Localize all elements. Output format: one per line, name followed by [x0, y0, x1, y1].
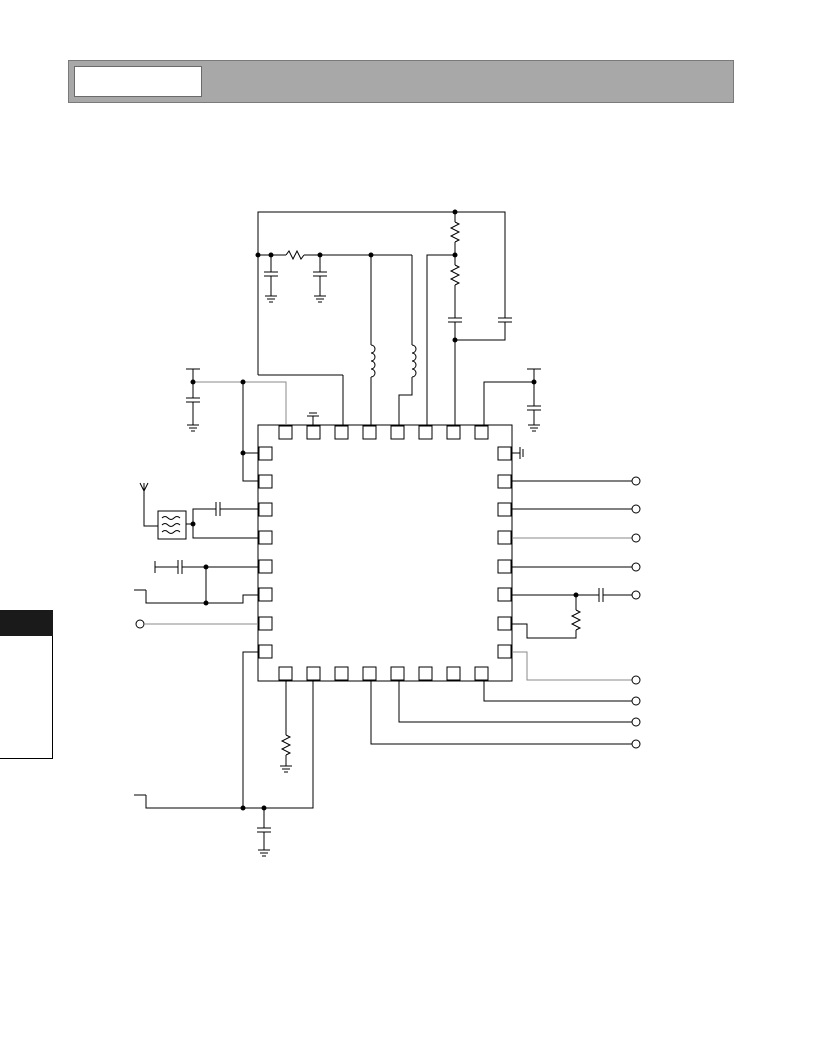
ic-pin: [497, 530, 512, 545]
junction-dot: [190, 379, 196, 385]
terminal-output: [631, 717, 641, 727]
ic-pin: [418, 425, 433, 440]
ic-pin: [334, 425, 349, 440]
ic-pin: [258, 446, 273, 461]
ic-pin: [446, 666, 461, 681]
resistor-symbol: [280, 734, 292, 756]
terminal-output: [631, 504, 641, 514]
junction-dot: [531, 379, 537, 385]
ic-right-pins: [497, 446, 512, 659]
ic-pin: [497, 502, 512, 517]
wire: [370, 681, 632, 745]
ic-package: [257, 424, 513, 682]
ic-pin: [474, 425, 489, 440]
wire-gray: [512, 651, 632, 681]
terminal-output: [631, 533, 641, 543]
antenna-icon: [139, 482, 158, 527]
wire: [426, 254, 455, 425]
ic-pin: [474, 666, 489, 681]
wire: [398, 377, 413, 425]
ic-pin: [258, 474, 273, 489]
ic-pin: [446, 425, 461, 440]
terminal-output: [631, 696, 641, 706]
ic-pin: [258, 502, 273, 517]
wire: [242, 382, 258, 454]
ic-pin: [258, 616, 273, 631]
ic-pin: [390, 666, 405, 681]
ic-pin: [390, 425, 405, 440]
page-header-bar: [68, 60, 734, 103]
filter-waves-icon: [161, 516, 181, 534]
ic-pin: [497, 616, 512, 631]
wire: [192, 508, 216, 524]
terminal-input: [135, 619, 145, 629]
ic-pin: [306, 666, 321, 681]
ic-pin: [258, 530, 273, 545]
ic-pin: [418, 666, 433, 681]
filter-block: [157, 510, 187, 540]
junction-dot: [240, 805, 246, 811]
ic-pin: [306, 425, 321, 440]
wire-top-loop: [257, 211, 506, 375]
ic-bottom-pins: [278, 666, 489, 681]
resistor-symbol: [285, 249, 305, 261]
wire: [242, 453, 258, 482]
wire: [483, 381, 534, 425]
junction-dot: [203, 600, 209, 606]
ic-pin: [278, 666, 293, 681]
ic-pin: [334, 666, 349, 681]
ic-pin: [497, 559, 512, 574]
ic-pin: [362, 425, 377, 440]
resistor-symbol: [570, 609, 582, 631]
wire-gray: [193, 381, 287, 425]
wire: [192, 524, 258, 539]
inductor-symbol: [411, 344, 417, 378]
ic-pin: [497, 446, 512, 461]
terminal-output: [631, 562, 641, 572]
ic-pin: [258, 559, 273, 574]
ic-pin: [278, 425, 293, 440]
wire: [512, 623, 577, 639]
resistor-symbol: [449, 264, 461, 286]
ic-pin: [258, 587, 273, 602]
junction-dot: [452, 337, 458, 343]
wire: [145, 590, 258, 604]
section-label-box: [74, 66, 202, 97]
ic-top-pins: [278, 425, 489, 440]
chapter-tab-rule: [52, 636, 53, 758]
resistor-symbol: [449, 221, 461, 243]
ic-pin: [258, 644, 273, 659]
chapter-tab-rule-bottom: [0, 758, 53, 759]
terminal-output: [631, 590, 641, 600]
ic-left-pins: [258, 446, 273, 659]
wire: [145, 681, 314, 809]
ic-pin: [497, 644, 512, 659]
terminal-output: [631, 476, 641, 486]
wire: [398, 681, 632, 723]
chapter-tab: [0, 610, 53, 636]
terminal-output: [631, 675, 641, 685]
terminal-output: [631, 739, 641, 749]
wire: [455, 322, 506, 341]
inductor-symbol: [370, 344, 376, 378]
wire: [242, 651, 258, 808]
ic-pin: [497, 474, 512, 489]
wire: [483, 681, 632, 702]
ic-pin: [497, 587, 512, 602]
ic-pin: [362, 666, 377, 681]
